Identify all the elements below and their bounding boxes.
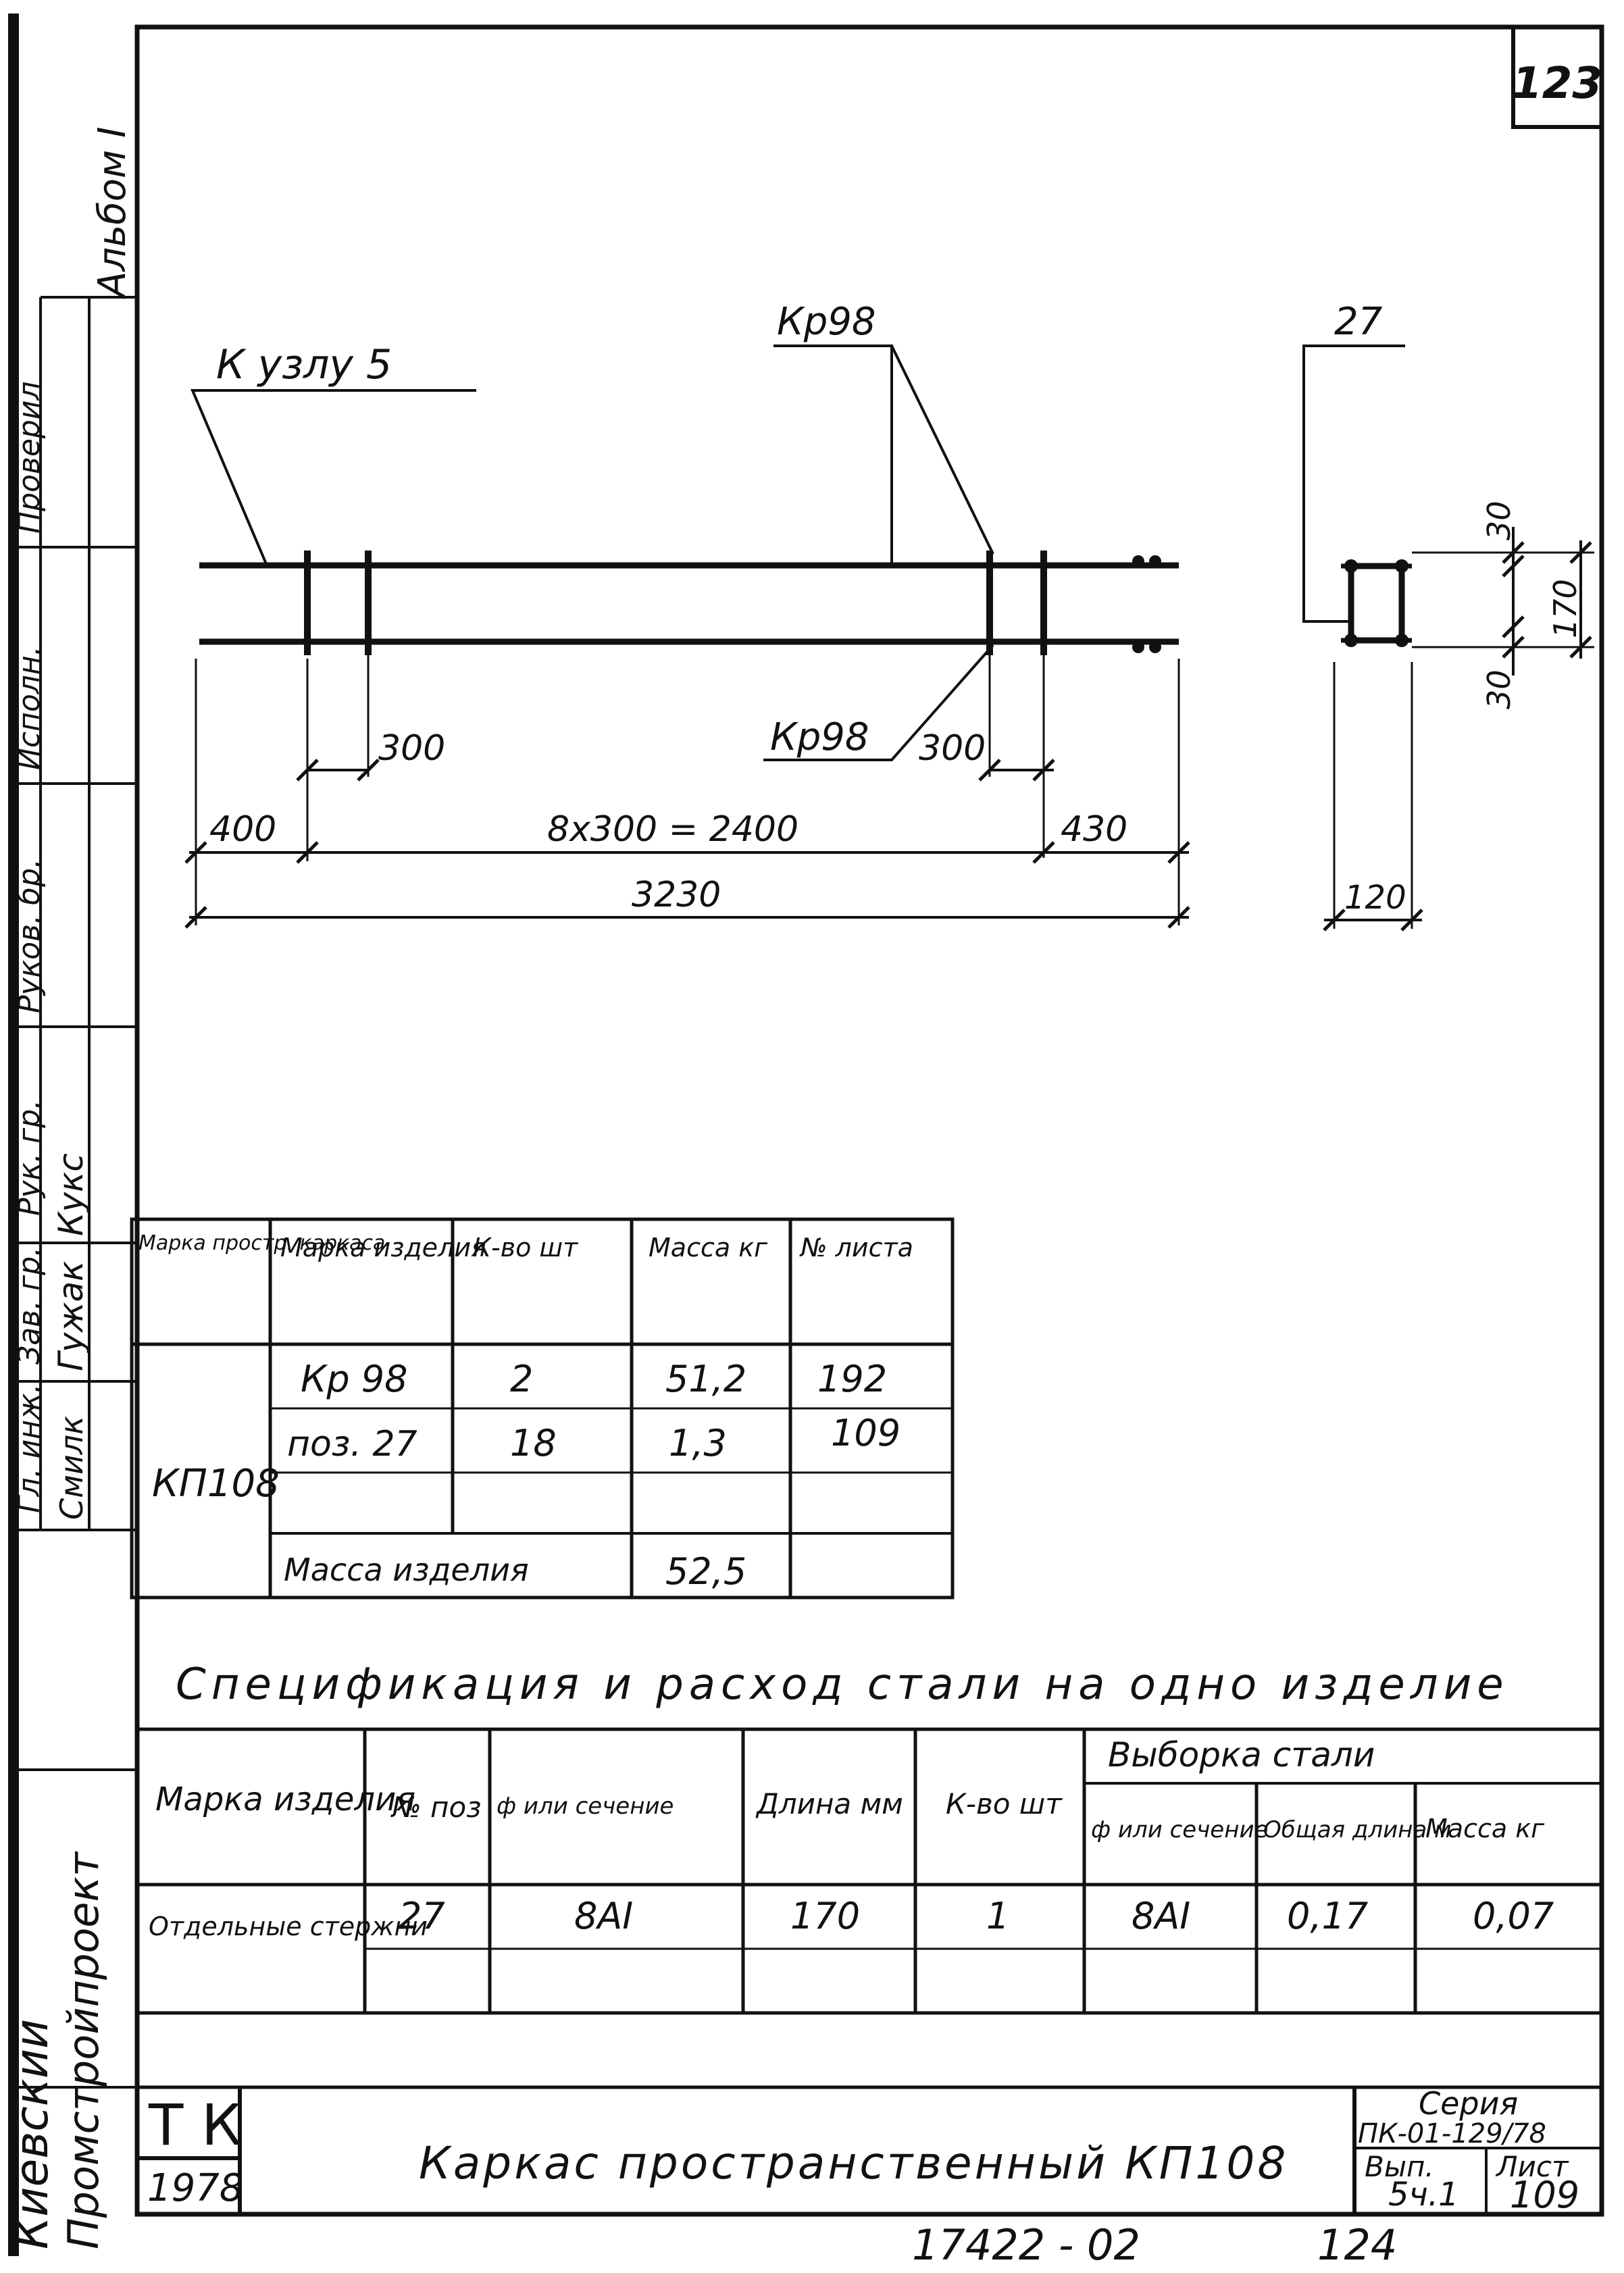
spec-r-section: 8АI xyxy=(574,1895,633,1937)
spec-h-length: Длина мм xyxy=(755,1787,903,1820)
tb-tk: Т К xyxy=(148,2092,242,2158)
org-line1: Киевский xyxy=(5,2019,59,2249)
comp-row1-sheet: 192 xyxy=(817,1358,887,1400)
spec-h-s-mass: Масса кг xyxy=(1425,1814,1545,1843)
spec-h-mark: Марка изделия xyxy=(155,1781,415,1818)
comp-header-mass: Масса кг xyxy=(649,1233,768,1262)
strip-fragment-5: Исполн. xyxy=(12,646,47,770)
tb-vyp-label: Вып. xyxy=(1365,2150,1434,2183)
comp-header-frame: Марка простр. каркаса xyxy=(138,1231,385,1255)
spec-r-s-mass: 0,07 xyxy=(1473,1895,1554,1937)
spec-h-s-section: ф или сечение xyxy=(1091,1816,1268,1843)
stamp-number: 17422 - 02 xyxy=(912,2220,1140,2270)
strip-fragment-4: Руков. бр. xyxy=(12,859,47,1013)
callout-kr-bottom: Кр98 xyxy=(770,715,869,759)
album-label: Альбом I xyxy=(91,127,134,299)
dim-120: 120 xyxy=(1344,879,1406,917)
spec-r-qty: 1 xyxy=(986,1895,1009,1937)
strip-fragment-3: Рук. гр. xyxy=(12,1100,47,1216)
spec-h-pos: № поз xyxy=(390,1791,482,1824)
strip-fragment-6: Проверил xyxy=(12,381,47,534)
tb-year: 1978 xyxy=(147,2166,244,2210)
comp-total-label: Масса изделия xyxy=(284,1552,529,1588)
spec-title: Спецификация и расход стали на одно изде… xyxy=(176,1660,1509,1710)
tb-vyp: 5ч.1 xyxy=(1388,2176,1459,2214)
org-line2: Промстройпроект xyxy=(59,1851,108,2249)
section-pos-label: 27 xyxy=(1334,300,1383,344)
strip-name-1: Кукс xyxy=(51,1153,91,1236)
spec-table xyxy=(137,1727,1602,2089)
dim-430: 430 xyxy=(1061,809,1127,850)
stamp-page: 124 xyxy=(1317,2220,1397,2270)
callout-node: К узлу 5 xyxy=(216,341,392,388)
comp-row1-mark: Кр 98 xyxy=(301,1358,408,1400)
callout-kr-top: Кр98 xyxy=(777,300,876,344)
strip-name-2: Гужак xyxy=(51,1261,91,1371)
title-block xyxy=(137,2087,1602,2214)
comp-row2-mark: поз. 27 xyxy=(287,1424,417,1464)
comp-row1-mass: 51,2 xyxy=(665,1358,746,1400)
comp-row1-qty: 2 xyxy=(510,1358,533,1400)
spec-r-pos: 27 xyxy=(399,1895,445,1937)
tb-list: 109 xyxy=(1510,2174,1579,2216)
comp-header-sheet: № листа xyxy=(799,1233,913,1262)
tb-list-label: Лист xyxy=(1495,2150,1569,2183)
spec-r-s-section: 8АI xyxy=(1132,1895,1190,1937)
spec-h-sample: Выборка стали xyxy=(1108,1735,1375,1774)
spec-r-length: 170 xyxy=(790,1895,860,1937)
sheet-number-box xyxy=(1511,25,1604,129)
spec-h-qty: К-во шт xyxy=(946,1787,1063,1820)
frame-elevation xyxy=(184,344,1190,929)
comp-total-value: 52,5 xyxy=(665,1550,746,1593)
tb-series-label: Серия xyxy=(1419,2085,1518,2122)
dim-400: 400 xyxy=(209,809,276,850)
spec-h-s-total: Общая длина м xyxy=(1263,1816,1452,1843)
strip-fragment-2: Зав. гр. xyxy=(12,1247,47,1364)
dim-170: 170 xyxy=(1547,579,1583,638)
spec-r-s-total: 0,17 xyxy=(1287,1895,1368,1937)
cross-section xyxy=(1302,344,1594,931)
dim-30-top: 30 xyxy=(1481,501,1517,540)
dim-total: 3230 xyxy=(632,875,721,915)
comp-row2-sheet: 109 xyxy=(831,1412,900,1454)
sheet-number: 123 xyxy=(1512,59,1602,109)
comp-header-qty: К-во шт xyxy=(473,1233,579,1262)
dim-300-left: 300 xyxy=(378,728,445,769)
spec-r-mark: Отдельные стержни xyxy=(149,1912,428,1941)
dim-30-bottom: 30 xyxy=(1481,669,1517,709)
comp-frame-mark: КП108 xyxy=(152,1462,280,1506)
strip-fragment-1: Гл. инж. xyxy=(12,1383,47,1513)
comp-row2-qty: 18 xyxy=(510,1422,557,1464)
comp-header-mark: Марка изделия xyxy=(280,1233,486,1262)
strip-name-3: Смилк xyxy=(53,1416,90,1520)
tb-series: ПК-01-129/78 xyxy=(1358,2118,1546,2149)
comp-row2-mass: 1,3 xyxy=(669,1422,727,1464)
composition-table xyxy=(130,1217,955,1600)
spec-h-section: ф или сечение xyxy=(497,1793,674,1820)
dim-mid: 8х300 = 2400 xyxy=(547,809,798,850)
tb-title: Каркас пространственный КП108 xyxy=(419,2137,1288,2189)
dim-300-right: 300 xyxy=(919,728,986,769)
inner-frame xyxy=(134,24,1604,2217)
